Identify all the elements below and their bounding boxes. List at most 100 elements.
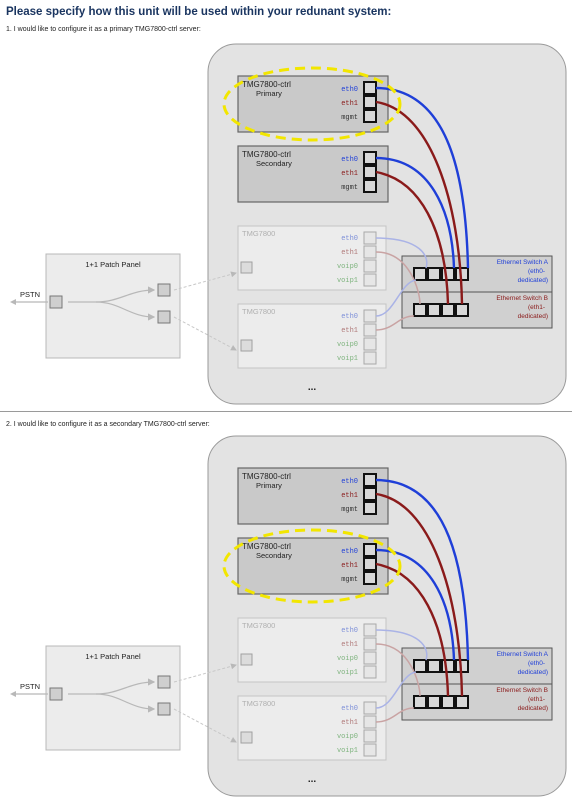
more-units-ellipsis: ...	[308, 382, 317, 393]
cable-secondary-eth0	[375, 156, 456, 269]
port-square	[363, 571, 377, 585]
ethernet-switch-b: Ethernet Switch B(eth1-dedicated)	[401, 683, 553, 721]
unit-subtitle: Primary	[256, 89, 282, 98]
link-to-tmg-1	[173, 663, 237, 683]
cable-primary-eth0	[375, 86, 470, 269]
port-square	[363, 109, 377, 123]
unit-subtitle: Secondary	[256, 551, 292, 560]
switch-line3: dedicated)	[518, 277, 548, 284]
port-label-mgmt: mgmt	[341, 576, 358, 584]
port-square	[363, 81, 377, 95]
port-square	[363, 151, 377, 165]
port-label: eth0	[341, 235, 358, 243]
cable-secondary-eth1	[375, 562, 450, 697]
unit-title: TMG7800-ctrl	[242, 542, 291, 551]
patch-panel-box	[45, 645, 181, 751]
port-square	[363, 557, 377, 571]
unit-title: TMG7800	[242, 229, 275, 238]
selected-unit-highlight	[222, 528, 402, 604]
port-label-mgmt: mgmt	[341, 506, 358, 514]
cable-tmg1-eth0	[375, 629, 428, 661]
option-primary-label[interactable]: 1. I would like to configure it as a pri…	[6, 26, 201, 33]
switch-port	[455, 695, 469, 709]
port-square	[363, 487, 377, 501]
port-square	[363, 665, 377, 679]
cable-secondary-eth1	[375, 170, 450, 305]
port-label: eth1	[341, 719, 358, 727]
unit-title: TMG7800	[242, 621, 275, 630]
front-port	[240, 731, 253, 744]
tmg-unit-2: TMG7800 eth0 eth1 voip0 voip1	[237, 695, 387, 761]
cable-tmg2-eth0	[375, 671, 417, 709]
unit-title: TMG7800	[242, 307, 275, 316]
port-square	[363, 231, 377, 245]
cable-primary-eth1	[375, 100, 464, 305]
port-square	[363, 715, 377, 729]
cable-primary-eth0	[375, 478, 470, 661]
port-square	[363, 179, 377, 193]
port-label: voip1	[337, 277, 358, 285]
switch-port	[413, 267, 427, 281]
switch-port	[427, 303, 441, 317]
port-label-eth1: eth1	[341, 562, 358, 570]
port-label: voip0	[337, 733, 358, 741]
cable-tmg2-eth0	[375, 279, 417, 317]
switch-port	[441, 659, 455, 673]
port-label-eth0: eth0	[341, 86, 358, 94]
pstn-label: PSTN	[20, 290, 40, 299]
patch-port-out-2	[157, 310, 171, 324]
unit-box	[237, 617, 387, 683]
patch-line-2	[95, 301, 156, 321]
port-square	[363, 729, 377, 743]
port-square	[363, 259, 377, 273]
link-to-tmg-2	[173, 316, 237, 351]
switch-line2: (eth0-	[528, 660, 545, 667]
unit-box	[237, 695, 387, 761]
port-square	[363, 501, 377, 515]
port-label-mgmt: mgmt	[341, 184, 358, 192]
switch-line3: dedicated)	[518, 313, 548, 320]
selected-unit-highlight	[222, 66, 402, 142]
switch-title: Ethernet Switch B	[496, 687, 548, 694]
port-square	[363, 309, 377, 323]
unit-title: TMG7800	[242, 699, 275, 708]
port-label-eth1: eth1	[341, 100, 358, 108]
front-port	[240, 339, 253, 352]
switch-port	[441, 267, 455, 281]
option-secondary-label[interactable]: 2. I would like to configure it as a sec…	[6, 421, 210, 428]
switch-port	[413, 303, 427, 317]
unit-box	[237, 225, 387, 291]
port-label-eth0: eth0	[341, 156, 358, 164]
unit-subtitle: Primary	[256, 481, 282, 490]
switch-port	[413, 659, 427, 673]
unit-subtitle: Secondary	[256, 159, 292, 168]
port-label-eth1: eth1	[341, 170, 358, 178]
cables	[375, 86, 470, 331]
port-square	[363, 337, 377, 351]
patch-port-out-1	[157, 283, 171, 297]
port-square	[363, 637, 377, 651]
pstn-arrow	[10, 691, 16, 697]
port-label: voip0	[337, 263, 358, 271]
front-port	[240, 653, 253, 666]
port-square	[363, 323, 377, 337]
patch-panel-title: 1+1 Patch Panel	[85, 260, 141, 269]
switch-line3: dedicated)	[518, 705, 548, 712]
port-square	[363, 473, 377, 487]
patch-panel-box	[45, 253, 181, 359]
front-port	[240, 261, 253, 274]
port-label: voip1	[337, 669, 358, 677]
port-label: eth0	[341, 705, 358, 713]
port-label: eth0	[341, 313, 358, 321]
port-label: voip0	[337, 341, 358, 349]
port-label: voip1	[337, 747, 358, 755]
